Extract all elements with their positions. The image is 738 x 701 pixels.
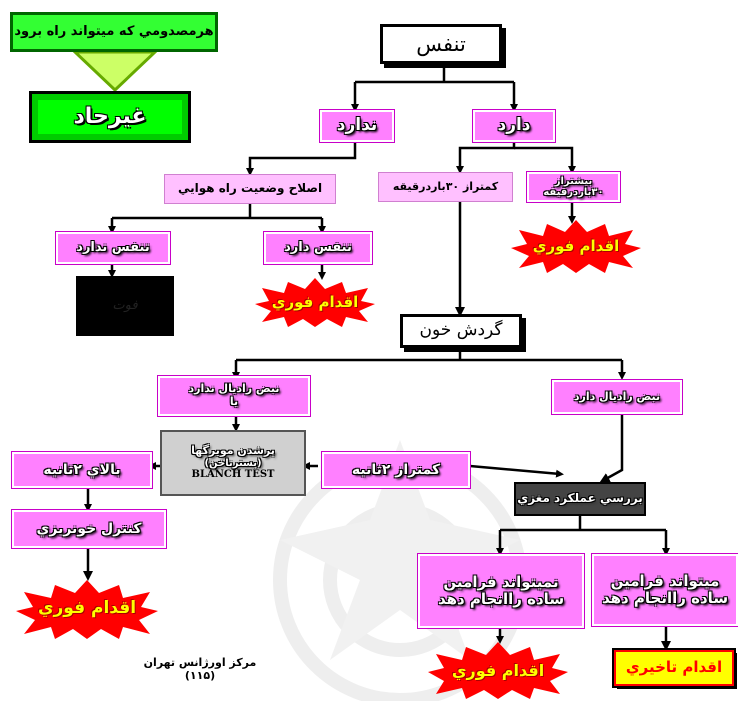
- obeys-line2: ساده راانجام دهد: [601, 589, 729, 607]
- breath-no-label: تنفس ندارد: [76, 239, 150, 255]
- immediate-star-4: [428, 642, 568, 699]
- not-obeys-line1: نميتواند فرامين: [443, 572, 559, 591]
- non-urgent-label: غيرحاد: [73, 104, 147, 130]
- walking-note: هرمصدومي كه ميتواند راه برود: [10, 12, 218, 52]
- walking-note-text: هرمصدومي كه ميتواند راه برود: [14, 23, 214, 39]
- breathing-title: تنفس: [380, 24, 502, 64]
- below-30-box: كمتراز ۳۰باردرقيقه: [378, 172, 513, 202]
- not-obeys-line2: ساده راانجام دهد: [437, 590, 565, 608]
- immediate-star-3: [16, 580, 158, 639]
- immediate-star-2: [255, 278, 375, 327]
- obeys-line1: ميتواند فرامين: [610, 571, 720, 590]
- no-breath-box: ندارد: [319, 109, 395, 143]
- deceased-label: فوت: [112, 297, 138, 313]
- capillary-refill-box: پرشدن مويرگها (بسترناخن) BLANCH TEST: [160, 430, 306, 496]
- neuro-check-label: بررسي عملكرد مغزي: [517, 491, 643, 506]
- under-2sec-label: كمتراز ۲ثانيه: [351, 461, 441, 478]
- radial-no-box: نبض راديال ندارد يا: [157, 375, 311, 417]
- capillary-line1: پرشدن مويرگها: [191, 444, 275, 458]
- immediate-label-1: اقدام فوري: [532, 237, 620, 255]
- capillary-line3: BLANCH TEST: [191, 469, 275, 481]
- capillary-line2: (بسترناخن): [204, 457, 262, 469]
- radial-no-line1: نبض راديال ندارد: [188, 382, 280, 396]
- breathing-title-text: تنفس: [416, 31, 466, 56]
- over-2sec-box: بالاي ۲ثانيه: [11, 451, 153, 489]
- neuro-check-box: بررسي عملكرد مغزي: [514, 482, 646, 516]
- has-breath-label: دارد: [497, 115, 531, 136]
- over-2sec-label: بالاي ۲ثانيه: [43, 461, 121, 478]
- radial-yes-label: نبض راديال دارد: [573, 389, 661, 403]
- credit: مركز اورژانس تهران (۱۱۵): [120, 656, 280, 682]
- immediate-star-1: [511, 220, 641, 273]
- no-breath-label: ندارد: [336, 115, 378, 136]
- delayed-box: اقدام تاخيري: [612, 648, 736, 688]
- breath-yes-box: تنفس دارد: [263, 231, 373, 265]
- radial-yes-box: نبض راديال دارد: [551, 379, 683, 415]
- immediate-label-4: اقدام فوري: [451, 660, 545, 680]
- circulation-box: گردش خون: [400, 314, 522, 348]
- under-2sec-box: كمتراز ۲ثانيه: [321, 451, 471, 489]
- bleeding-control-box: كنترل خونريزي: [11, 509, 167, 549]
- non-urgent-result: غيرحاد: [29, 91, 191, 143]
- breath-no-box: تنفس ندارد: [55, 231, 171, 265]
- immediate-label-2: اقدام فوري: [271, 293, 359, 311]
- airway-box: اصلاح وضعيت راه هوايي: [164, 174, 336, 204]
- deceased-box: فوت: [76, 276, 174, 336]
- bleeding-control-label: كنترل خونريزي: [36, 520, 142, 537]
- obeys-box: ميتواند فرامين ساده راانجام دهد: [591, 553, 738, 627]
- immediate-label-3: اقدام فوري: [37, 598, 137, 618]
- not-obeys-box: نميتواند فرامين ساده راانجام دهد: [417, 553, 585, 629]
- credit-line2: (۱۱۵): [184, 669, 216, 682]
- airway-label: اصلاح وضعيت راه هوايي: [177, 181, 323, 196]
- above-30-label: بيشتراز ۳۰باردرقيقه: [543, 175, 604, 199]
- breath-yes-label: تنفس دارد: [284, 239, 352, 255]
- down-arrow-icon: [72, 52, 158, 92]
- radial-no-line2: يا: [229, 395, 239, 408]
- circulation-label: گردش خون: [419, 320, 503, 341]
- credit-line1: مركز اورژانس تهران: [143, 656, 257, 669]
- delayed-label: اقدام تاخيري: [625, 658, 723, 677]
- above-30-box: بيشتراز ۳۰باردرقيقه: [526, 171, 621, 203]
- below-30-label: كمتراز ۳۰باردرقيقه: [392, 179, 499, 193]
- has-breath-box: دارد: [472, 109, 556, 143]
